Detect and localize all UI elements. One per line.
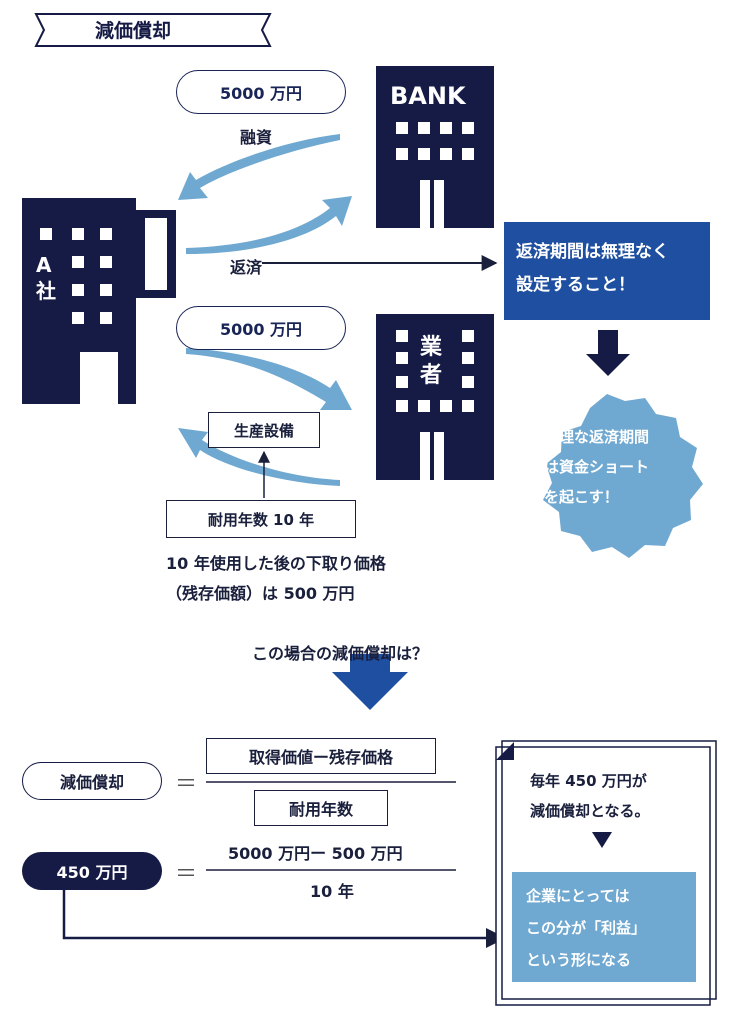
question-arrow — [332, 654, 408, 710]
purchase-amount-pill: 5000 万円 — [176, 306, 346, 350]
calc-denominator: 10 年 — [310, 882, 354, 901]
note-highlight-line-1: 企業にとっては — [526, 887, 630, 905]
warning-burst — [543, 394, 703, 558]
calc-numerator: 5000 万円ー 500 万円 — [228, 844, 403, 863]
warning-line-2: は資金ショート — [544, 458, 650, 476]
company-a-building — [22, 198, 176, 404]
formula-denominator: 耐用年数 — [254, 790, 388, 826]
note-highlight: 企業にとっては この分が「利益」 という形になる — [512, 872, 696, 982]
note-highlight-line-2: この分が「利益」 — [526, 919, 647, 937]
result-pill: 450 万円 — [22, 852, 162, 890]
bank-building — [376, 66, 494, 228]
calc-equals: ＝ — [175, 862, 198, 887]
bank-label: BANK — [390, 82, 466, 110]
note-line-2: 減価償却となる。 — [530, 802, 650, 820]
advice-line-1: 返済期間は無理なく — [516, 242, 669, 262]
note-text: 毎年 450 万円が 減価償却となる。 — [530, 766, 650, 826]
residual-note-line-1: 10 年使用した後の下取り価格 — [166, 554, 386, 573]
loan-label: 融資 — [240, 128, 273, 147]
loan-amount-pill: 5000 万円 — [176, 70, 346, 114]
warning-text: 無理な返済期間 は資金ショート を起こす！ — [544, 422, 674, 512]
vendor-building — [376, 314, 494, 480]
note-triangle — [592, 832, 612, 848]
advice-box: 返済期間は無理なく 設定すること！ — [504, 222, 710, 320]
title-tag — [34, 13, 272, 47]
page-title: 減価償却 — [95, 20, 172, 42]
useful-life-box: 耐用年数 10 年 — [166, 500, 356, 538]
company-a-label: A社 — [36, 253, 56, 303]
note-highlight-line-3: という形になる — [526, 951, 632, 969]
warning-line-1: 無理な返済期間 — [544, 428, 650, 446]
down-arrow-navy — [586, 330, 630, 376]
formula-numerator: 取得価値ー残存価格 — [206, 738, 436, 774]
asset-box: 生産設備 — [208, 412, 320, 448]
warning-line-3: を起こす！ — [544, 488, 619, 506]
formula-equals: ＝ — [175, 772, 198, 797]
note-line-1: 毎年 450 万円が — [530, 772, 647, 790]
residual-note-line-2: （残存価額）は 500 万円 — [166, 584, 355, 603]
question-text: この場合の減価償却は？ — [252, 644, 429, 663]
vendor-label: 業者 — [420, 335, 443, 388]
flow-arrows — [178, 134, 352, 486]
advice-line-2: 設定すること！ — [516, 275, 635, 295]
repay-label: 返済 — [230, 258, 263, 277]
formula-lhs: 減価償却 — [22, 762, 162, 800]
